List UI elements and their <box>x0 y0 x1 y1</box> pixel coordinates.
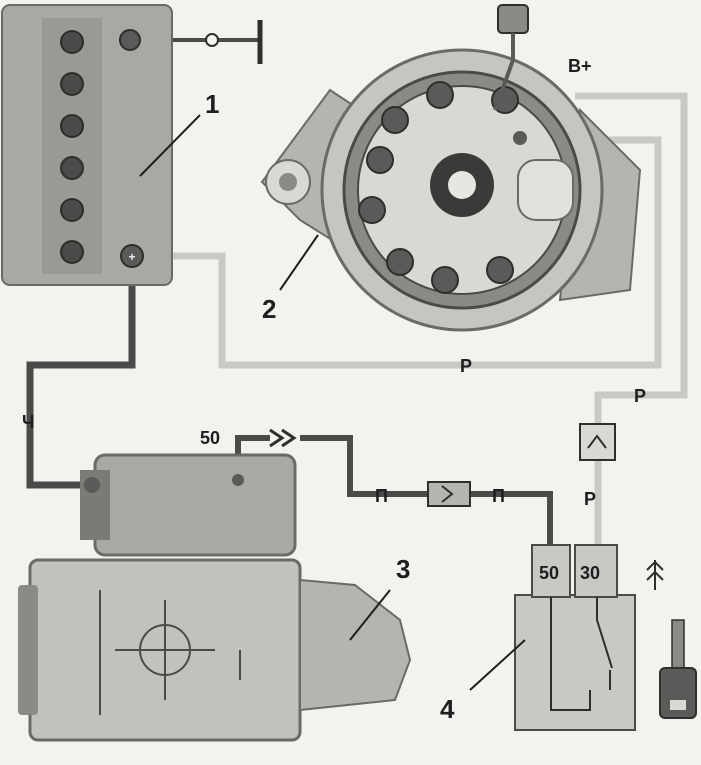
label-wire-r-2: Р <box>634 386 646 406</box>
relay-terminal-50 <box>531 544 571 598</box>
starter <box>18 453 412 742</box>
wire-battery-generator <box>148 136 662 369</box>
relay-terminal-30 <box>574 544 618 598</box>
battery-cell-cap <box>60 114 84 138</box>
callout-generator: 2 <box>262 294 276 324</box>
diode-mount <box>358 196 386 224</box>
generator <box>260 4 642 332</box>
label-wire-ch: Ч <box>22 412 35 432</box>
diode-mount <box>426 81 454 109</box>
starter-endcap <box>18 585 38 715</box>
starter-brushes <box>99 590 241 715</box>
connector-arrow <box>269 428 297 448</box>
diode-mount <box>386 248 414 276</box>
labels: 1 2 3 4 В+ 50 50 30 Ч Р Р Р П П <box>22 56 646 724</box>
b-plus-terminal <box>513 131 527 145</box>
relay-body <box>514 594 636 731</box>
relay-internal <box>550 597 613 711</box>
solenoid-terminal <box>84 477 100 493</box>
battery-cell-cap <box>60 156 84 180</box>
diode-mount <box>381 106 409 134</box>
diode-mount <box>431 266 459 294</box>
wire-control-mid <box>300 435 428 497</box>
wires <box>26 38 688 545</box>
battery-positive-terminal <box>120 244 144 268</box>
relay <box>469 544 636 731</box>
diode-mount <box>366 146 394 174</box>
battery-cell-cap <box>60 198 84 222</box>
battery-cell-cap <box>60 72 84 96</box>
diode-mount <box>486 256 514 284</box>
solenoid <box>93 453 297 557</box>
battery-negative-terminal <box>119 29 141 51</box>
label-starter-50: 50 <box>200 428 220 448</box>
starter-nose <box>299 578 412 712</box>
ignition-key-icon <box>659 619 697 719</box>
label-relay-30: 30 <box>580 563 600 583</box>
label-wire-r-3: Р <box>584 489 596 509</box>
brush-holder <box>517 159 574 221</box>
callout-battery: 1 <box>205 89 219 119</box>
label-relay-50: 50 <box>539 563 559 583</box>
relay-symbol-icon <box>579 423 616 461</box>
callout-relay: 4 <box>440 694 455 724</box>
label-wire-p-1: П <box>375 486 388 506</box>
wire-generator-relay <box>575 92 688 428</box>
label-wire-p-2: П <box>492 486 505 506</box>
svg-text:+: + <box>128 250 135 264</box>
relay-ground-icon <box>646 560 664 590</box>
battery-cell-cap <box>60 240 84 264</box>
ground-icon <box>205 20 263 64</box>
label-wire-r-1: Р <box>460 356 472 376</box>
connector-icon <box>427 481 471 507</box>
diode-mounts <box>358 81 519 294</box>
wire-battery-starter <box>26 270 136 489</box>
battery-cover <box>42 18 102 274</box>
callout-starter: 3 <box>396 554 410 584</box>
label-b-plus: В+ <box>568 56 592 76</box>
solenoid-terminal-50 <box>232 474 244 486</box>
battery-cell-cap <box>60 30 84 54</box>
wire-control-end <box>470 491 553 545</box>
battery-cells <box>60 30 84 264</box>
battery: + <box>1 4 201 286</box>
connector-plug <box>493 4 529 111</box>
